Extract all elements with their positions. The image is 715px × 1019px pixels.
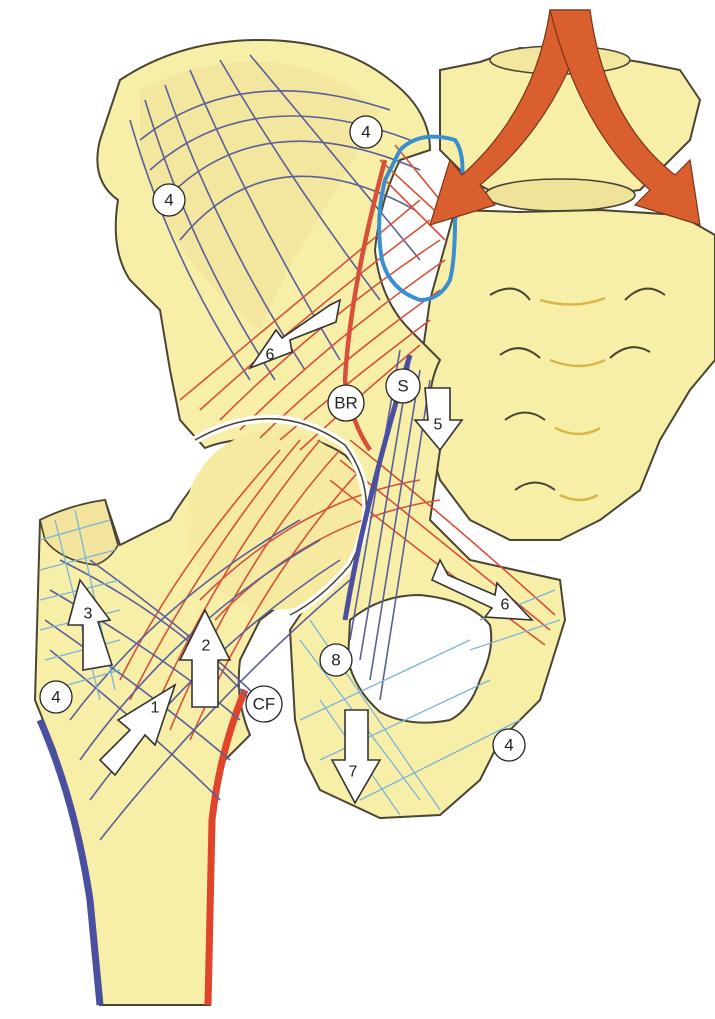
l5-disc-bottom	[485, 179, 635, 211]
arrow-6-lower-label: 6	[501, 597, 510, 614]
arrow-6-upper-label: 6	[266, 347, 275, 364]
label-4-ischium: 4	[504, 736, 513, 755]
label-s: S	[397, 377, 408, 396]
label-8: 8	[331, 651, 340, 670]
label-4-ilium-top: 4	[361, 123, 370, 142]
label-cf: CF	[253, 695, 276, 714]
label-4-ilium-left: 4	[164, 191, 173, 210]
arrow-5-label: 5	[434, 417, 443, 434]
arrow-3-label: 3	[84, 606, 93, 623]
label-br: BR	[334, 394, 358, 413]
sacrum	[420, 46, 715, 540]
arrow-2-label: 2	[202, 638, 211, 655]
arrow-1-label: 1	[151, 700, 160, 717]
arrow-7-label: 7	[349, 764, 358, 781]
sacrum-body	[420, 210, 715, 540]
label-4-femur: 4	[51, 688, 60, 707]
